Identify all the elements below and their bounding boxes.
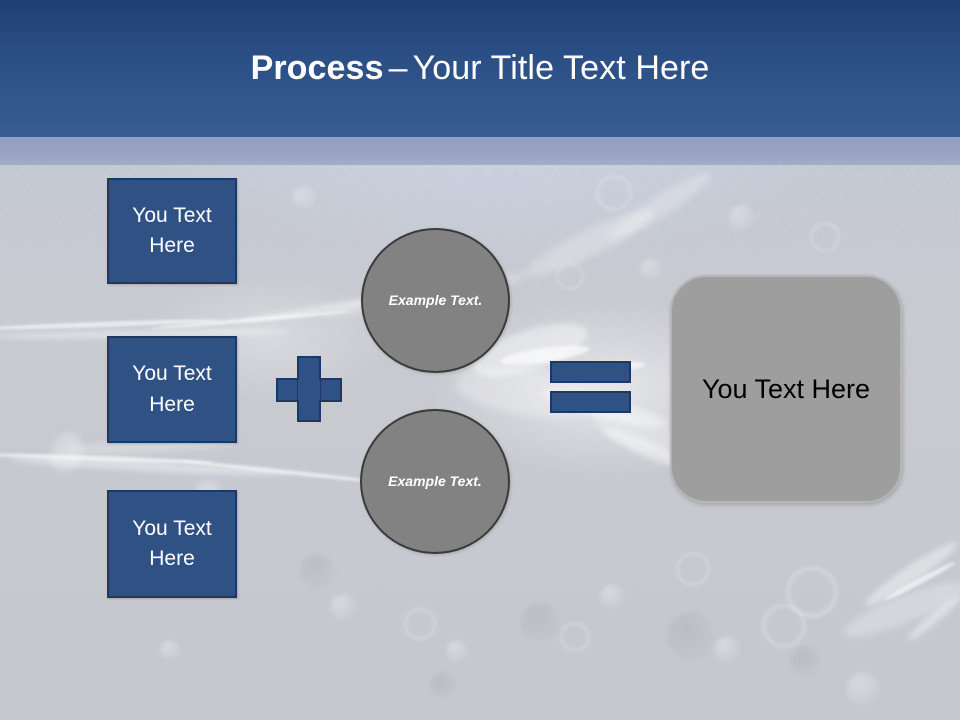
result-box[interactable]: You Text Here <box>670 275 902 503</box>
result-box-label: You Text Here <box>701 373 871 404</box>
example-circle-1[interactable]: Example Text. <box>361 228 510 373</box>
header-accent-band <box>0 137 960 165</box>
input-box-3-label: You Text Here <box>132 516 212 570</box>
equals-bottom-bar <box>550 391 631 413</box>
plus-operator-icon <box>276 356 342 422</box>
input-box-1-label: You Text Here <box>132 203 212 257</box>
equals-operator-icon <box>550 361 631 413</box>
page-title: Process – Your Title Text Here <box>0 0 960 137</box>
example-circle-2-label: Example Text. <box>388 473 482 489</box>
plus-center-fill <box>298 380 320 400</box>
page-title-separator: – <box>388 49 408 87</box>
title-header-band: Process – Your Title Text Here <box>0 0 960 137</box>
input-box-3[interactable]: You Text Here <box>107 490 237 598</box>
page-title-rest: Your Title Text Here <box>412 49 710 87</box>
example-circle-1-label: Example Text. <box>388 292 483 308</box>
input-box-2-label: You Text Here <box>132 362 212 416</box>
input-box-1[interactable]: You Text Here <box>107 178 237 284</box>
input-box-2[interactable]: You Text Here <box>107 336 237 443</box>
example-circle-2[interactable]: Example Text. <box>360 409 510 554</box>
equals-top-bar <box>550 361 631 383</box>
page-title-strong: Process <box>250 49 384 87</box>
